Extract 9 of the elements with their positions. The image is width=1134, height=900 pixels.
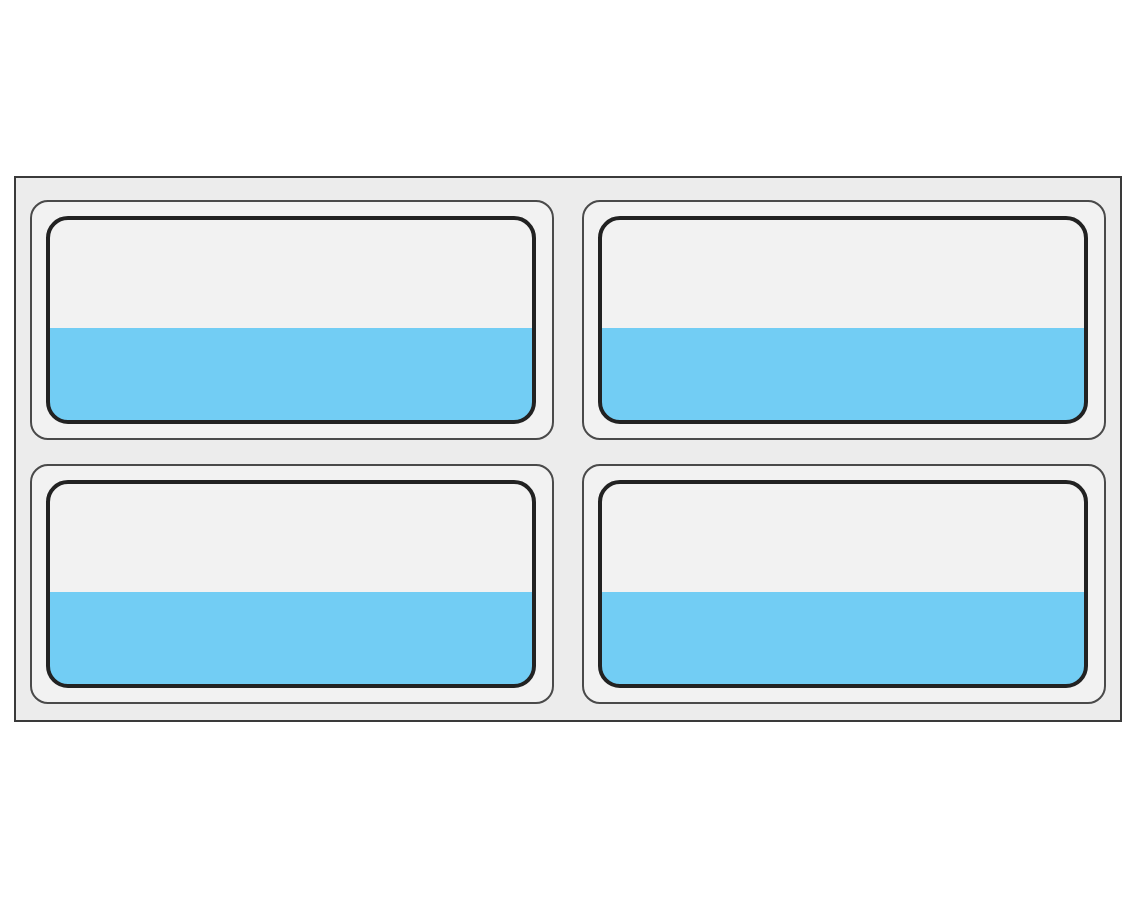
food-pan xyxy=(46,480,536,688)
tray xyxy=(14,176,1122,722)
food-pan xyxy=(46,216,536,424)
tray-well xyxy=(582,200,1106,440)
tray-well xyxy=(30,200,554,440)
tray-well xyxy=(582,464,1106,704)
tray-well xyxy=(30,464,554,704)
food-pan xyxy=(598,480,1088,688)
food-pan xyxy=(598,216,1088,424)
